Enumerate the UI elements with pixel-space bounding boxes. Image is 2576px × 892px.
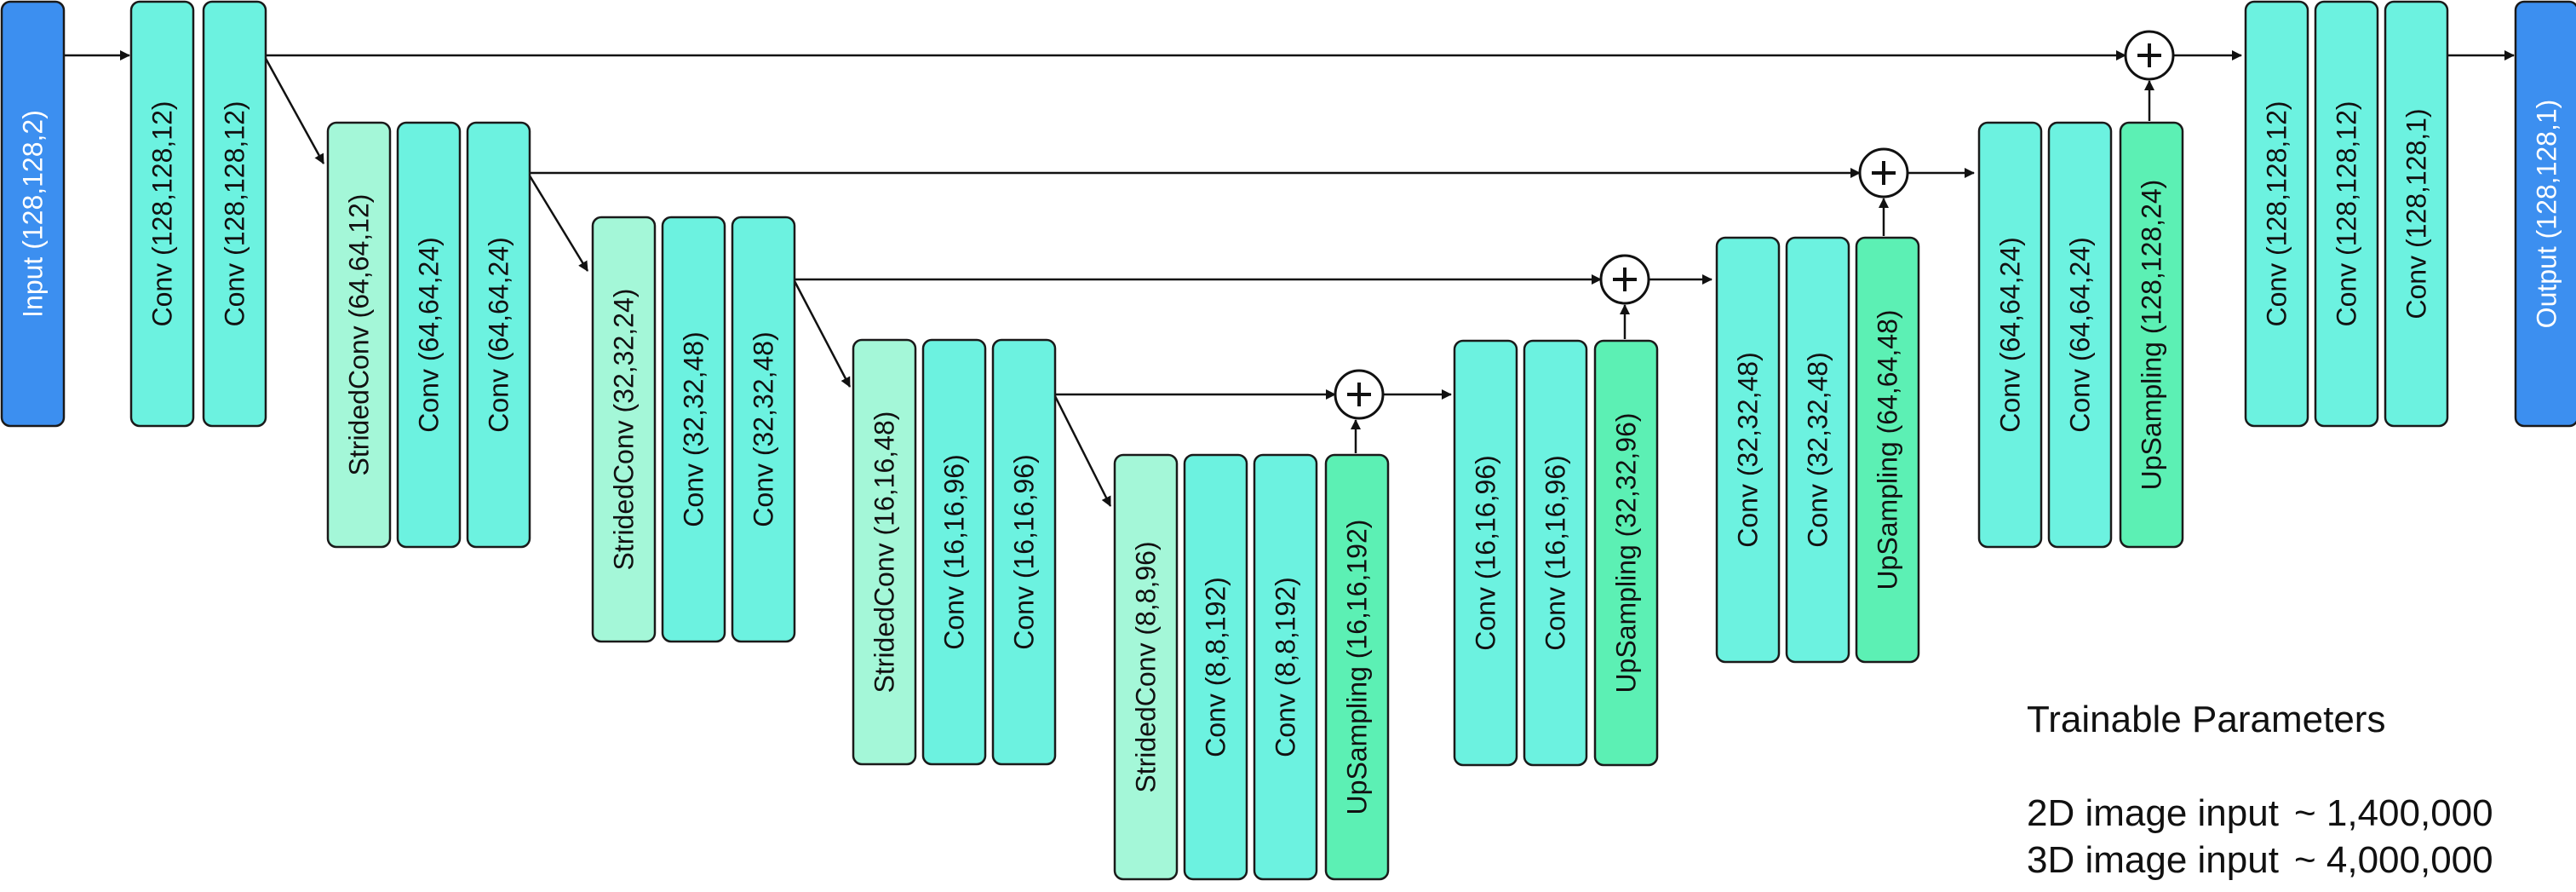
connection-arrows: [62, 50, 2515, 507]
layer-block-bott-conv2: Conv (8,8,192): [1253, 453, 1318, 881]
layer-label-dec1-conv3: Conv (128,128,1): [2401, 108, 2432, 319]
layer-block-enc4-conv2: Conv (16,16,96): [991, 338, 1057, 766]
layer-label-output: Output (128,128,1): [2532, 100, 2562, 329]
layer-block-bott-conv1: Conv (8,8,192): [1183, 453, 1248, 881]
layer-block-output: Output (128,128,1): [2514, 0, 2576, 428]
down-arrow-1: [262, 55, 325, 164]
layer-label-enc3-conv2: Conv (32,32,48): [749, 331, 779, 527]
layer-block-dec1-conv1: Conv (128,128,12): [2244, 0, 2309, 428]
layer-label-dec1-conv1: Conv (128,128,12): [2262, 101, 2292, 326]
add-nodes: [1334, 30, 2175, 420]
layer-block-bott-strided: StridedConv (8,8,96): [1113, 453, 1179, 881]
layer-label-dec2-conv1: Conv (64,64,24): [1995, 237, 2026, 432]
add-node-4: [1334, 369, 1385, 420]
param-row-3d: 3D image input ~ 4,000,000: [2027, 839, 2493, 882]
layer-block-enc2-conv1: Conv (64,64,24): [396, 121, 462, 549]
layer-label-bott-up: UpSampling (16,16,192): [1342, 520, 1373, 815]
layer-block-input: Input (128,128,2): [0, 0, 66, 428]
layer-block-enc3-conv2: Conv (32,32,48): [731, 216, 796, 643]
layer-block-dec3-conv2: Conv (32,32,48): [1785, 236, 1850, 664]
layer-label-enc3-conv1: Conv (32,32,48): [679, 331, 709, 527]
param-row-2d: 2D image input ~ 1,400,000: [2027, 792, 2493, 835]
layer-block-enc3-conv1: Conv (32,32,48): [661, 216, 726, 643]
layer-block-enc1-conv1: Conv (128,128,12): [129, 0, 195, 428]
layer-label-enc4-strided: StridedConv (16,16,48): [869, 411, 900, 693]
layer-label-enc2-conv1: Conv (64,64,24): [414, 237, 445, 432]
layer-label-bott-conv1: Conv (8,8,192): [1201, 577, 1231, 757]
layer-block-enc4-conv1: Conv (16,16,96): [921, 338, 987, 766]
layer-block-dec1-conv3: Conv (128,128,1): [2384, 0, 2449, 428]
layer-label-input: Input (128,128,2): [18, 110, 49, 318]
layer-label-enc1-conv2: Conv (128,128,12): [220, 101, 250, 326]
layer-label-enc1-conv1: Conv (128,128,12): [147, 101, 178, 326]
layer-label-dec3-up: UpSampling (64,64,48): [1873, 309, 1903, 590]
param-label-2d: 2D image input: [2027, 792, 2279, 834]
param-label-3d: 3D image input: [2027, 839, 2279, 881]
down-arrow-4: [1053, 394, 1112, 507]
layer-block-dec4-conv1: Conv (16,16,96): [1453, 339, 1518, 767]
layer-block-enc2-conv2: Conv (64,64,24): [466, 121, 531, 549]
layer-label-bott-conv2: Conv (8,8,192): [1271, 577, 1301, 757]
layer-block-dec2-up: UpSampling (128,128,24): [2119, 121, 2184, 549]
layer-label-dec1-conv2: Conv (128,128,12): [2332, 101, 2362, 326]
layer-label-dec4-up: UpSampling (32,32,96): [1611, 412, 1642, 693]
layer-label-bott-strided: StridedConv (8,8,96): [1131, 541, 1162, 792]
layer-block-dec3-conv1: Conv (32,32,48): [1715, 236, 1781, 664]
layer-label-dec2-up: UpSampling (128,128,24): [2137, 180, 2167, 491]
layer-label-enc3-strided: StridedConv (32,32,24): [609, 289, 640, 571]
layer-block-dec4-up: UpSampling (32,32,96): [1593, 339, 1659, 767]
down-arrow-2: [526, 172, 589, 272]
layer-block-enc4-strided: StridedConv (16,16,48): [852, 338, 917, 766]
layer-block-enc1-conv2: Conv (128,128,12): [202, 0, 267, 428]
layer-label-dec4-conv1: Conv (16,16,96): [1471, 455, 1501, 650]
trainable-parameters-title: Trainable Parameters: [2027, 699, 2386, 740]
layer-label-enc2-strided: StridedConv (64,64,12): [344, 194, 375, 476]
layer-block-enc3-strided: StridedConv (32,32,24): [591, 216, 657, 643]
layer-label-enc4-conv1: Conv (16,16,96): [939, 454, 970, 649]
layer-label-enc2-conv2: Conv (64,64,24): [484, 237, 514, 432]
layer-block-dec1-conv2: Conv (128,128,12): [2314, 0, 2379, 428]
layer-block-dec3-up: UpSampling (64,64,48): [1855, 236, 1920, 664]
layer-label-dec2-conv2: Conv (64,64,24): [2065, 237, 2096, 432]
layer-label-dec3-conv1: Conv (32,32,48): [1733, 352, 1764, 547]
down-arrow-3: [792, 279, 852, 388]
layer-label-enc4-conv2: Conv (16,16,96): [1009, 454, 1040, 649]
add-node-3: [1599, 254, 1650, 305]
layer-label-dec4-conv2: Conv (16,16,96): [1540, 455, 1571, 650]
layer-block-bott-up: UpSampling (16,16,192): [1324, 453, 1390, 881]
add-node-2: [1858, 147, 1909, 199]
layer-block-dec2-conv1: Conv (64,64,24): [1977, 121, 2043, 549]
param-value-3d: ~ 4,000,000: [2293, 839, 2493, 881]
layer-block-dec4-conv2: Conv (16,16,96): [1523, 339, 1588, 767]
layer-label-dec3-conv2: Conv (32,32,48): [1803, 352, 1833, 547]
param-value-2d: ~ 1,400,000: [2293, 792, 2493, 834]
layer-block-enc2-strided: StridedConv (64,64,12): [326, 121, 392, 549]
add-node-1: [2124, 30, 2175, 81]
layer-block-dec2-conv2: Conv (64,64,24): [2047, 121, 2113, 549]
